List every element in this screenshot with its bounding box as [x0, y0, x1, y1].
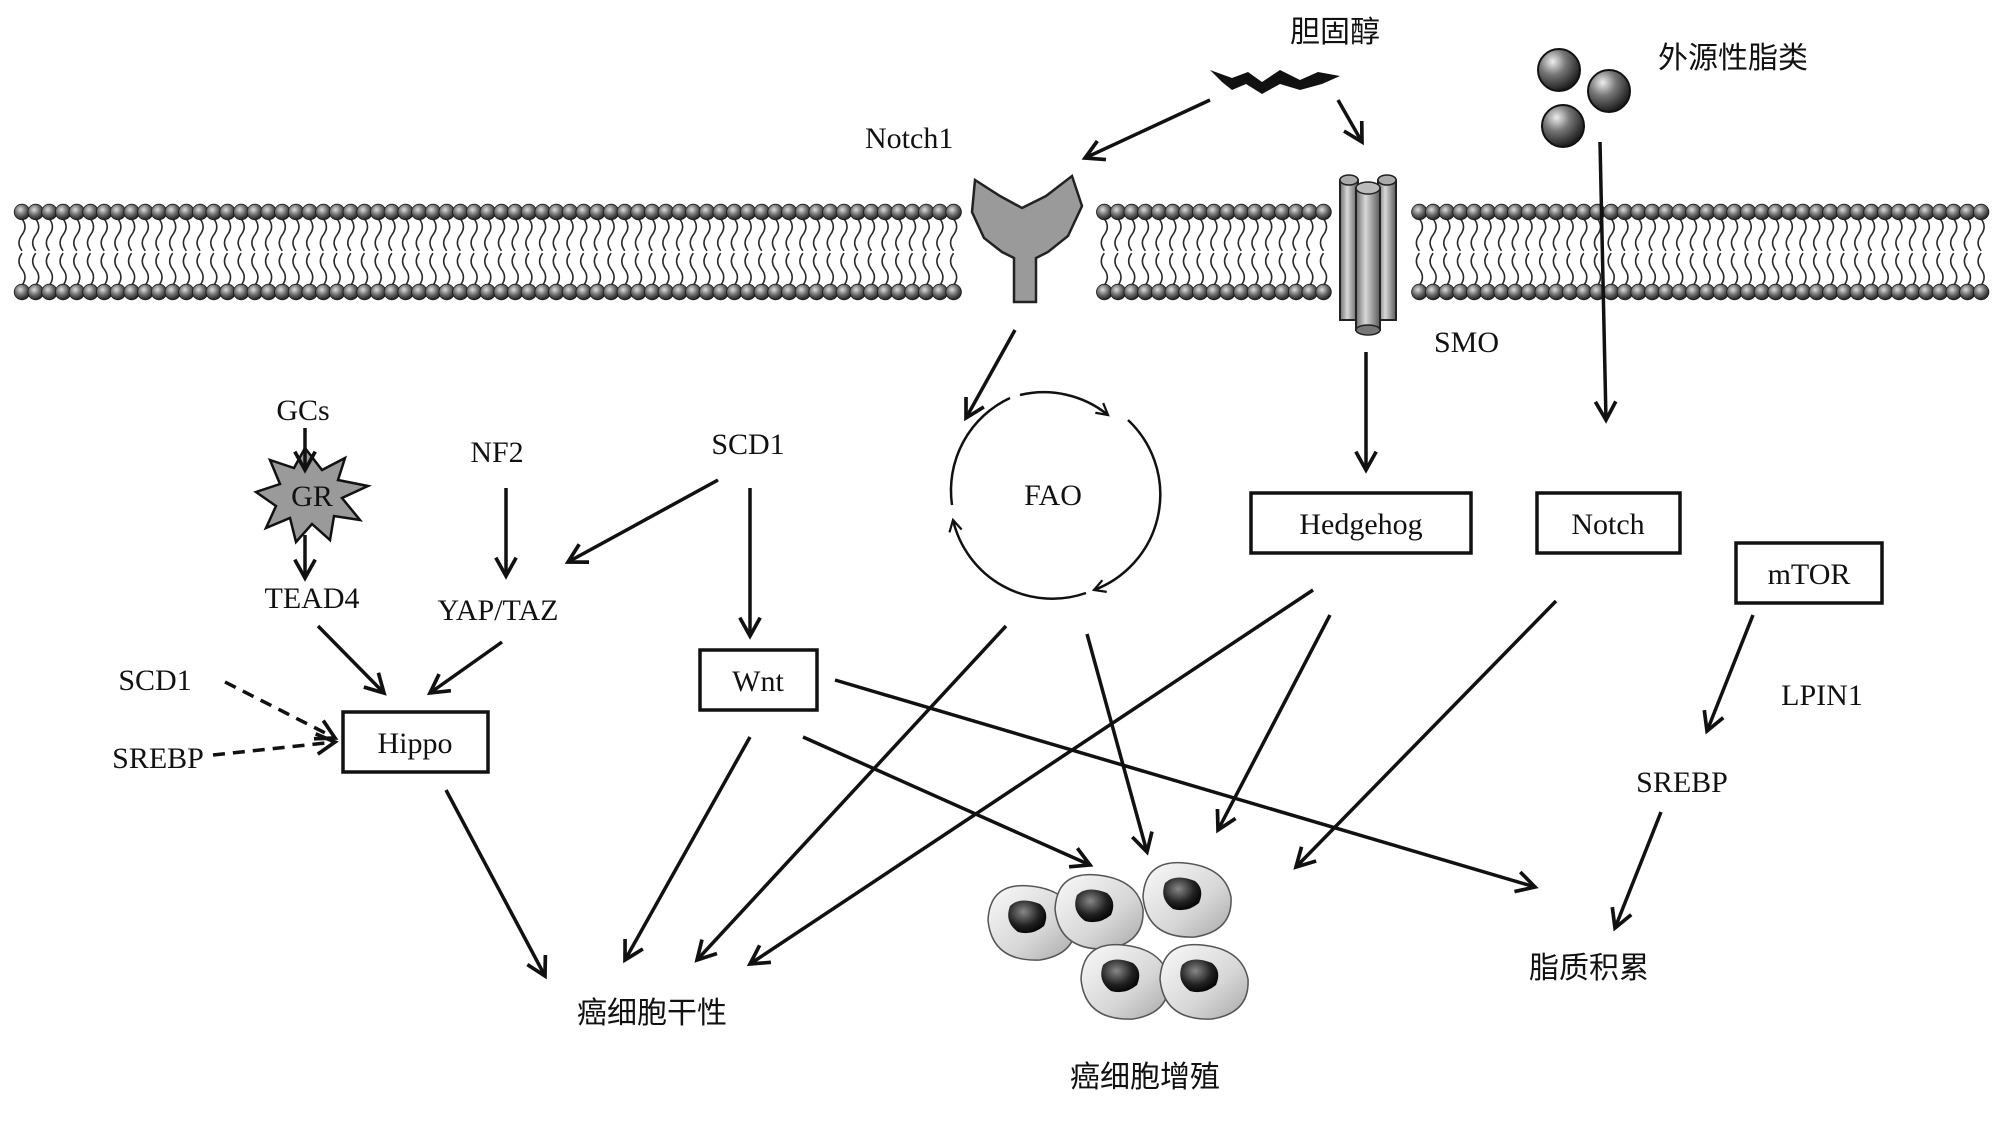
scd1-top-label: SCD1	[711, 428, 784, 461]
srebp-right-label: SREBP	[1636, 766, 1728, 799]
cholesterol-molecule-icon	[1210, 70, 1340, 94]
mtor-box: mTOR	[1734, 541, 1884, 605]
arrow-fao-to-stemness	[694, 624, 1008, 963]
arrow-fao-to-proliferation	[1085, 633, 1154, 856]
arrow-notch-to-proliferation	[1293, 599, 1558, 870]
arrow-notch1-to-fao	[964, 329, 1017, 422]
srebp-left-label: SREBP	[112, 742, 204, 775]
yap-taz-label: YAP/TAZ	[438, 594, 559, 627]
gcs-label: GCs	[276, 394, 329, 427]
notch-box: Notch	[1535, 491, 1682, 555]
cancer-proliferation-label: 癌细胞增殖	[1070, 1061, 1220, 1094]
smo-receptor-icon	[1339, 174, 1397, 336]
hippo-box-label: Hippo	[378, 727, 453, 760]
cholesterol-label: 胆固醇	[1290, 16, 1380, 49]
arrow-hedgehog-to-stemness	[746, 588, 1314, 967]
arrow-cholesterol-to-smo	[1336, 99, 1364, 146]
exogenous-lipids-icon	[1537, 48, 1631, 148]
arrow-scd1-dashed-to-hippo	[224, 680, 339, 741]
exogenous-lipids-label: 外源性脂类	[1658, 42, 1808, 75]
tead4-label: TEAD4	[265, 582, 360, 615]
cancer-stemness-label: 癌细胞干性	[577, 997, 727, 1030]
hippo-box: Hippo	[341, 710, 490, 774]
scd1-left-label: SCD1	[118, 664, 191, 697]
notch1-receptor-icon	[970, 173, 1084, 304]
notch-box-label: Notch	[1571, 508, 1644, 541]
lipid-accumulation-label: 脂质积累	[1529, 952, 1649, 985]
arrow-tead4-to-hippo	[316, 624, 387, 696]
arrow-wnt-to-lipid-accumulation	[834, 678, 1539, 894]
cell-membrane-bilayer	[13, 203, 1990, 301]
wnt-box-label: Wnt	[732, 665, 784, 698]
arrow-wnt-to-proliferation	[802, 735, 1094, 869]
gr-burst-icon	[253, 445, 373, 545]
arrows	[212, 98, 1755, 980]
cancer-cell-cluster-icon	[987, 861, 1249, 1020]
arrow-scd1-to-yaptaz	[564, 478, 719, 564]
notch1-label: Notch1	[865, 122, 953, 155]
gr-label: GR	[291, 480, 333, 513]
arrow-srebp-to-lipid-accumulation	[1610, 811, 1663, 932]
arrow-hippo-to-stemness	[444, 789, 548, 980]
mtor-box-label: mTOR	[1768, 558, 1851, 591]
arrow-hedgehog-to-proliferation	[1215, 614, 1332, 834]
lpin1-label: LPIN1	[1781, 679, 1863, 712]
smo-label: SMO	[1434, 326, 1499, 359]
arrow-wnt-to-stemness	[623, 736, 752, 964]
nf2-label: NF2	[470, 436, 523, 469]
fao-label: FAO	[1024, 479, 1082, 512]
arrow-yaptaz-to-hippo	[426, 640, 504, 696]
arrow-lipids-to-notch	[1593, 141, 1618, 424]
hedgehog-box-label: Hedgehog	[1299, 508, 1422, 541]
wnt-box: Wnt	[698, 648, 819, 712]
arrow-srebp-dashed-to-hippo	[212, 732, 339, 757]
arrow-cholesterol-to-notch1	[1081, 98, 1211, 162]
hedgehog-box: Hedgehog	[1249, 491, 1473, 555]
arrow-mtor-to-srebp	[1702, 614, 1755, 735]
fao-cycle-icon	[948, 390, 1162, 600]
